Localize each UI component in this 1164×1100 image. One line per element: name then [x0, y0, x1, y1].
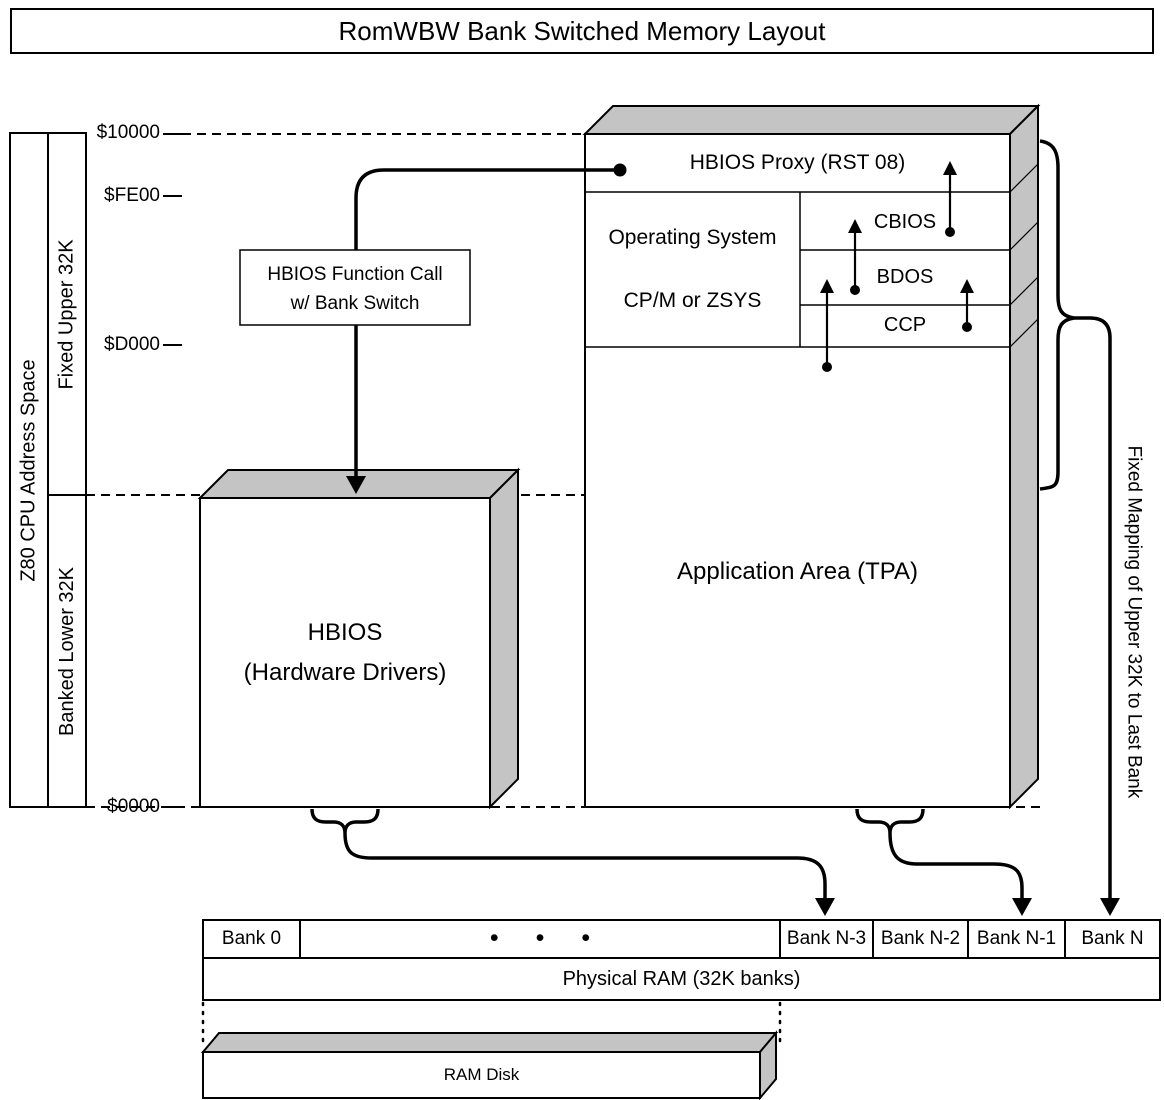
- function-call-line1: HBIOS Function Call: [267, 264, 443, 286]
- fixed-mapping-note: Fixed Mapping of Upper 32K to Last Bank: [1112, 423, 1154, 821]
- z80-address-space-text: Z80 CPU Address Space: [17, 358, 40, 582]
- application-area-label: Application Area (TPA): [677, 558, 918, 585]
- hbios-box-subtitle: (Hardware Drivers): [243, 659, 447, 686]
- function-call-line2: w/ Bank Switch: [290, 293, 420, 315]
- banked-lower-32k-label: Banked Lower 32K: [48, 495, 86, 807]
- bank-n2-cell: Bank N-2: [880, 928, 961, 950]
- operating-system-label: Operating System: [608, 225, 777, 249]
- ram-disk-label: RAM Disk: [443, 1065, 520, 1085]
- right-bracket-arrow: [1039, 139, 1120, 916]
- address-0000: $0000: [107, 796, 160, 817]
- main-memory-box: [582, 103, 1041, 810]
- bdos-label: BDOS: [876, 266, 934, 288]
- z80-address-space-label: Z80 CPU Address Space: [10, 133, 48, 807]
- address-10000: $10000: [96, 122, 160, 143]
- bank-n3-cell: Bank N-3: [786, 928, 867, 950]
- ram-disk-links: [201, 1001, 782, 1048]
- ccp-label: CCP: [883, 313, 927, 336]
- fixed-mapping-note-text: Fixed Mapping of Upper 32K to Last Bank: [1122, 445, 1144, 799]
- fixed-upper-32k-label: Fixed Upper 32K: [48, 133, 86, 495]
- bank-0-cell: Bank 0: [221, 928, 282, 950]
- os-variant-label: CP/M or ZSYS: [623, 288, 762, 312]
- ram-disk-box: [200, 1030, 779, 1100]
- physical-ram-row: [202, 919, 1161, 1001]
- address-space-bars: [9, 132, 87, 808]
- hbios-box-title: HBIOS: [307, 619, 383, 646]
- bank-n1-cell: Bank N-1: [976, 928, 1057, 950]
- os-call-arrows: [820, 161, 974, 372]
- function-call-box: [239, 249, 471, 326]
- bank-ellipsis: • • •: [489, 924, 591, 953]
- physical-ram-label: Physical RAM (32K banks): [562, 967, 801, 990]
- call-flow-arrow: [346, 163, 627, 494]
- call-origin-dot: [613, 163, 627, 177]
- fixed-upper-32k-text: Fixed Upper 32K: [55, 238, 78, 390]
- address-fe00: $FE00: [104, 185, 160, 206]
- diagram-title: RomWBW Bank Switched Memory Layout: [10, 8, 1154, 54]
- bank-connectors: [310, 808, 1032, 916]
- banked-lower-32k-text: Banked Lower 32K: [55, 566, 78, 736]
- bank-n-cell: Bank N: [1081, 928, 1144, 950]
- address-d000: $D000: [104, 334, 160, 355]
- cbios-label: CBIOS: [873, 210, 937, 233]
- call-arrowhead: [346, 476, 366, 494]
- hbios-proxy-label: HBIOS Proxy (RST 08): [689, 150, 906, 174]
